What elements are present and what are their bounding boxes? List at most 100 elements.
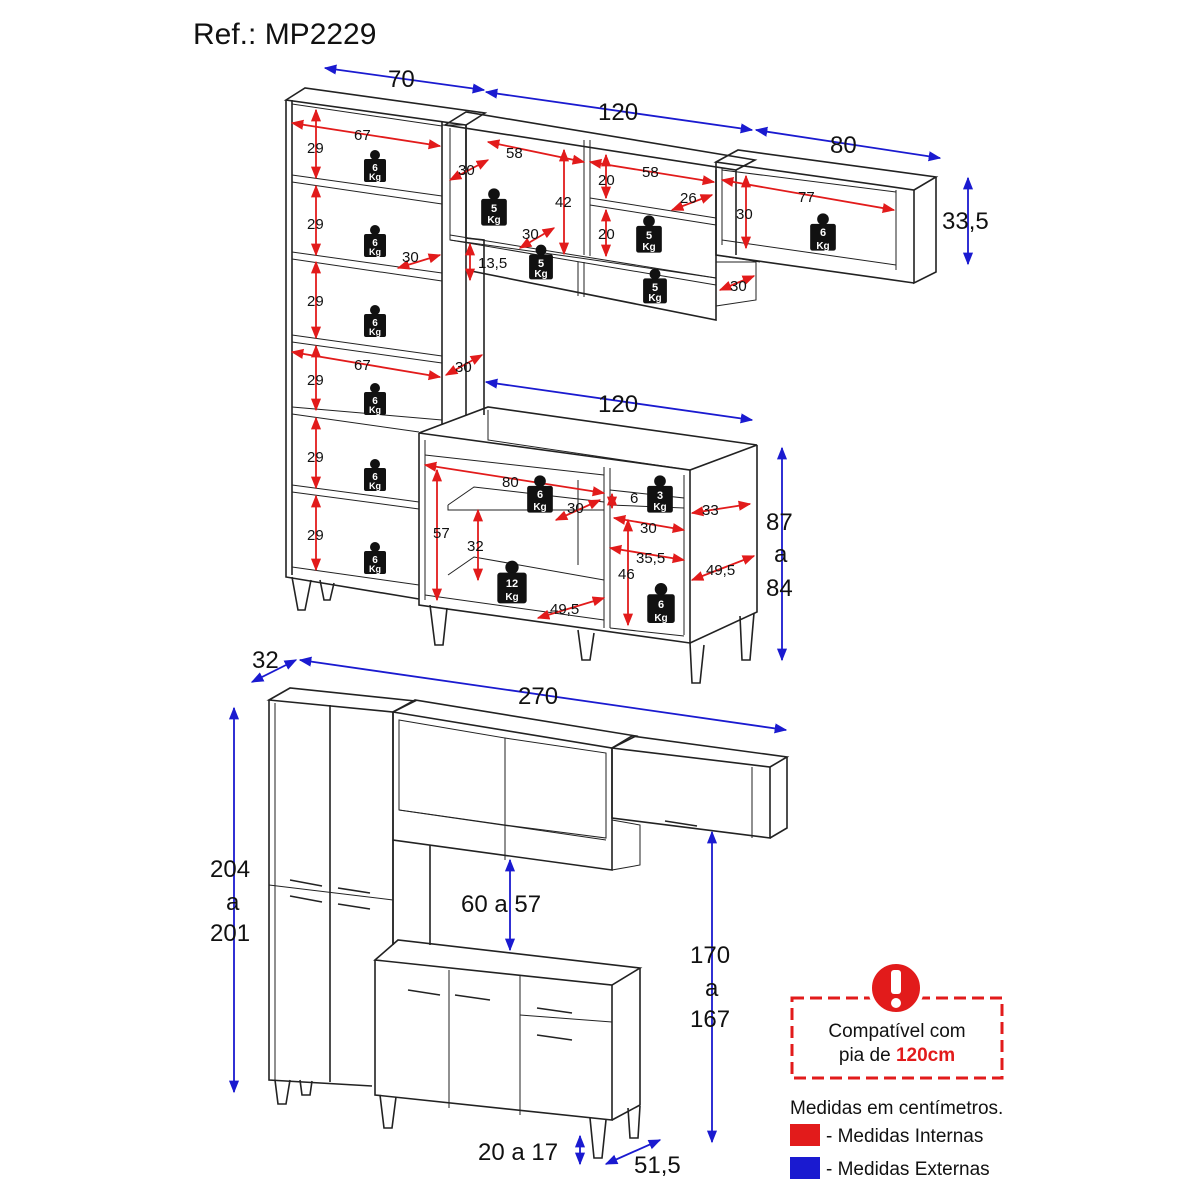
dim-33: 33: [702, 502, 719, 519]
dim-170-a: a: [705, 975, 719, 1002]
dim-30-tower: 30: [402, 249, 419, 266]
svg-text:Kg: Kg: [369, 247, 381, 257]
internal-dimension-lines: [290, 108, 896, 627]
wall-cabinet-120: [442, 111, 761, 415]
dim-51-5: 51,5: [634, 1152, 681, 1179]
weight-icon: 6 Kg: [364, 150, 386, 182]
legend-external-label: - Medidas Externas: [826, 1159, 990, 1180]
svg-text:5: 5: [652, 282, 658, 294]
svg-text:6: 6: [372, 318, 378, 329]
dim-30-hook: 30: [730, 278, 747, 295]
svg-text:3: 3: [657, 490, 663, 502]
weight-icon: 3 Kg: [647, 475, 673, 513]
dim-58-right: 58: [642, 164, 659, 181]
svg-text:Kg: Kg: [369, 405, 381, 415]
svg-text:Kg: Kg: [816, 241, 829, 252]
dim-32-base: 32: [467, 538, 484, 555]
dim-120-top: 120: [598, 99, 638, 126]
svg-text:Kg: Kg: [487, 215, 500, 226]
svg-text:6: 6: [372, 555, 378, 566]
dim-49-5-left: 49,5: [550, 601, 579, 618]
dim-42: 42: [555, 194, 572, 211]
dim-84: 84: [766, 575, 793, 602]
dimension-labels: 70 120 80 33,5 120 87 a 84 32 270 204 a …: [210, 66, 989, 1179]
dim-80-base: 80: [502, 474, 519, 491]
dim-67-mid: 67: [354, 357, 371, 374]
dim-270: 270: [518, 683, 558, 710]
dim-204: 204: [210, 856, 250, 883]
svg-text:Kg: Kg: [369, 564, 381, 574]
svg-text:Kg: Kg: [369, 327, 381, 337]
dim-30-side: 30: [455, 359, 472, 376]
legend-internal-swatch: [790, 1124, 820, 1146]
dim-35-5: 35,5: [636, 550, 665, 567]
dim-29-2: 29: [307, 216, 324, 233]
dim-49-5-right: 49,5: [706, 562, 735, 579]
dim-30-base-a: 30: [567, 500, 584, 517]
dim-80-top: 80: [830, 132, 857, 159]
svg-text:Kg: Kg: [648, 293, 661, 304]
dim-29-3: 29: [307, 293, 324, 310]
weight-icons: 6 Kg 6 Kg 6 Kg 6 Kg 6 Kg 6 Kg: [364, 150, 836, 624]
dim-87-a: a: [774, 541, 788, 568]
legend-internal-label: - Medidas Internas: [826, 1126, 983, 1147]
svg-text:6: 6: [372, 163, 378, 174]
svg-text:Kg: Kg: [534, 269, 547, 280]
dim-29-1: 29: [307, 140, 324, 157]
dim-67-top: 67: [354, 127, 371, 144]
dim-32: 32: [252, 647, 279, 674]
dim-29-5: 29: [307, 449, 324, 466]
svg-text:Kg: Kg: [533, 502, 546, 513]
dim-204-a: a: [226, 889, 240, 916]
weight-icon: 6 Kg: [364, 305, 386, 337]
svg-text:12: 12: [506, 578, 518, 590]
svg-text:Kg: Kg: [653, 502, 666, 513]
dim-30-base-b: 30: [640, 520, 657, 537]
svg-text:6: 6: [537, 489, 543, 501]
dim-26: 26: [680, 190, 697, 207]
dim-167: 167: [690, 1006, 730, 1033]
dim-29-6: 29: [307, 527, 324, 544]
reference-title: Ref.: MP2229: [193, 18, 376, 51]
weight-icon: 6 Kg: [810, 213, 836, 252]
notice-line-1: Compatível com: [828, 1021, 965, 1042]
dim-120-base: 120: [598, 391, 638, 418]
svg-text:Kg: Kg: [505, 592, 518, 603]
weight-icon: 5 Kg: [481, 188, 507, 226]
dim-201: 201: [210, 920, 250, 947]
weight-icon: 6 Kg: [364, 225, 386, 257]
svg-text:5: 5: [538, 258, 544, 270]
dim-60-57: 60 a 57: [461, 891, 541, 918]
dim-30-mid: 30: [522, 226, 539, 243]
dim-13-5: 13,5: [478, 255, 507, 272]
assembled-kitchen: [266, 687, 790, 1159]
dim-170: 170: [690, 942, 730, 969]
notice-line-2: pia de 120cm: [839, 1045, 955, 1066]
dim-70: 70: [388, 66, 415, 93]
dim-57: 57: [433, 525, 450, 542]
dim-20-17: 20 a 17: [478, 1139, 558, 1166]
svg-text:Kg: Kg: [654, 613, 667, 624]
dim-6: 6: [630, 490, 638, 507]
svg-text:5: 5: [646, 230, 652, 242]
weight-icon: 12 Kg: [497, 560, 527, 604]
weight-icon: 5 Kg: [643, 268, 667, 304]
svg-text:Kg: Kg: [642, 242, 655, 253]
dim-29-4: 29: [307, 372, 324, 389]
legend-title: Medidas em centímetros.: [790, 1098, 1003, 1119]
legend-external-swatch: [790, 1157, 820, 1179]
dim-58-left: 58: [506, 145, 523, 162]
external-dimension-lines: [228, 64, 974, 1166]
weight-icon: 6 Kg: [364, 383, 386, 415]
svg-text:6: 6: [658, 599, 664, 611]
legend: Medidas em centímetros. - Medidas Intern…: [790, 1098, 1003, 1180]
svg-text:Kg: Kg: [369, 172, 381, 182]
svg-text:5: 5: [491, 203, 497, 215]
dim-20-b: 20: [598, 226, 615, 243]
svg-text:Kg: Kg: [369, 481, 381, 491]
sink-compatibility-notice: Compatível com pia de 120cm: [790, 960, 1004, 1080]
svg-text:6: 6: [372, 238, 378, 249]
dim-20-a: 20: [598, 172, 615, 189]
svg-text:6: 6: [372, 472, 378, 483]
